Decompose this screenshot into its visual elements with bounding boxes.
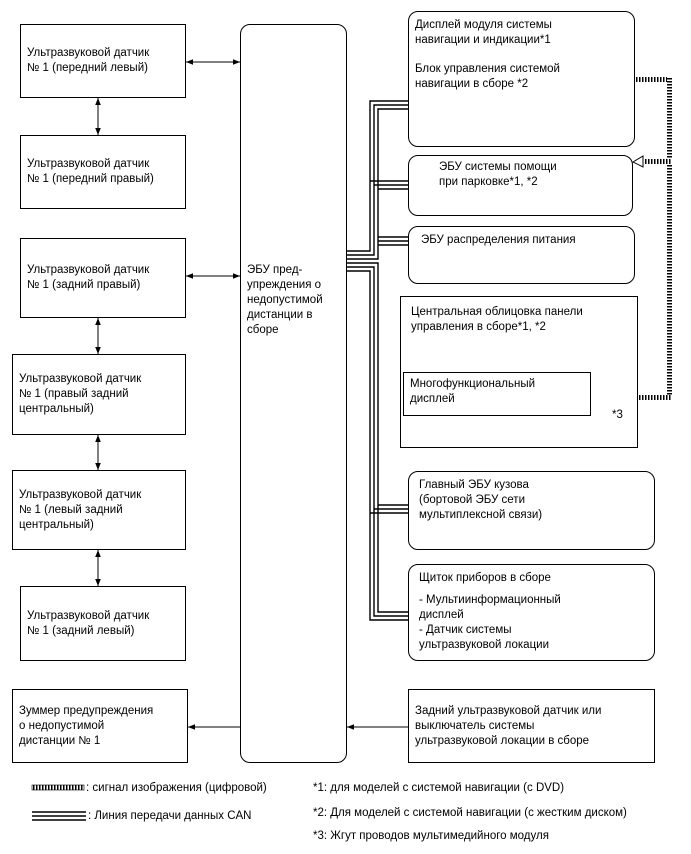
legend-video-text: : сигнал изображения (цифровой) <box>86 782 267 794</box>
sensor-rear-right-label: Ультразвуковой датчик № 1 (задний правый… <box>27 264 150 291</box>
sensor-rear-left: Ультразвуковой датчик № 1 (задний левый) <box>20 586 186 661</box>
multi-display-box: Многофункциональный дисплей <box>403 372 591 416</box>
sensor-rear-right-center-label: Ультразвуковой датчик № 1 (правый задний… <box>19 373 142 415</box>
cluster-title: Щиток приборов в сборе <box>419 572 551 584</box>
body-ecu-label: Главный ЭБУ кузова (бортовой ЭБУ сети му… <box>419 479 543 521</box>
parking-ecu-box: ЭБУ системы помощи при парковке*1, *2 <box>408 155 633 216</box>
cluster-box: Щиток приборов в сборе - Мультиинформаци… <box>408 564 655 661</box>
sensor-rear-left-label: Ультразвуковой датчик № 1 (задний левый) <box>27 609 150 637</box>
legend-can-swatch <box>32 811 86 821</box>
legend-video-swatch <box>31 784 85 791</box>
nav-unit-label: Блок управления системой навигации в сбо… <box>415 63 560 90</box>
ecu-distance-warning: ЭБУ пред- упреждения о недопустимой дист… <box>240 24 347 763</box>
ecu-label: ЭБУ пред- упреждения о недопустимой дист… <box>247 264 323 336</box>
legend-can-text: : Линия передачи данных CAN <box>88 810 252 822</box>
center-panel-label: Центральная облицовка панели управления … <box>411 306 583 333</box>
rear-sensor-box: Задний ультразвуковой датчик или выключа… <box>408 689 655 763</box>
body-ecu-box: Главный ЭБУ кузова (бортовой ЭБУ сети му… <box>408 471 655 550</box>
sensor-rear-right-center: Ультразвуковой датчик № 1 (правый задний… <box>12 354 186 435</box>
sensor-rear-right: Ультразвуковой датчик № 1 (задний правый… <box>20 238 186 318</box>
nav-display-label: Дисплей модуля системы навигации и индик… <box>415 19 552 46</box>
sensor-front-left-label: Ультразвуковой датчик № 1 (передний левы… <box>27 47 150 74</box>
note3-marker: *3 <box>612 409 623 421</box>
parking-ecu-label: ЭБУ системы помощи при парковке*1, *2 <box>439 161 557 188</box>
power-ecu-box: ЭБУ распределения питания <box>408 226 635 284</box>
cluster-items: - Мультиинформационный дисплей - Датчик … <box>419 594 561 651</box>
sensor-front-right-label: Ультразвуковой датчик № 1 (передний прав… <box>27 158 154 185</box>
rear-sensor-label: Задний ультразвуковой датчик или выключа… <box>415 704 602 747</box>
sensor-rear-left-center: Ультразвуковой датчик № 1 (левый задний … <box>12 470 186 550</box>
note-2: *2: Для моделей с системой навигации (с … <box>313 807 627 819</box>
sensor-front-left: Ультразвуковой датчик № 1 (передний левы… <box>20 24 186 98</box>
can-bus <box>347 100 408 621</box>
note-3: *3: Жгут проводов мультимедийного модуля <box>313 830 549 842</box>
note-1: *1: для моделей с системой навигации (с … <box>313 782 565 794</box>
sensor-rear-left-center-label: Ультразвуковой датчик № 1 (левый задний … <box>19 488 142 531</box>
buzzer-label: Зуммер предупреждения о недопустимой дис… <box>19 704 154 747</box>
power-ecu-label: ЭБУ распределения питания <box>421 234 576 246</box>
sensor-front-right: Ультразвуковой датчик № 1 (передний прав… <box>20 135 186 209</box>
multi-display-label: Многофункциональный дисплей <box>410 378 536 405</box>
buzzer-box: Зуммер предупреждения о недопустимой дис… <box>12 689 188 763</box>
nav-box: Дисплей модуля системы навигации и индик… <box>408 11 635 147</box>
